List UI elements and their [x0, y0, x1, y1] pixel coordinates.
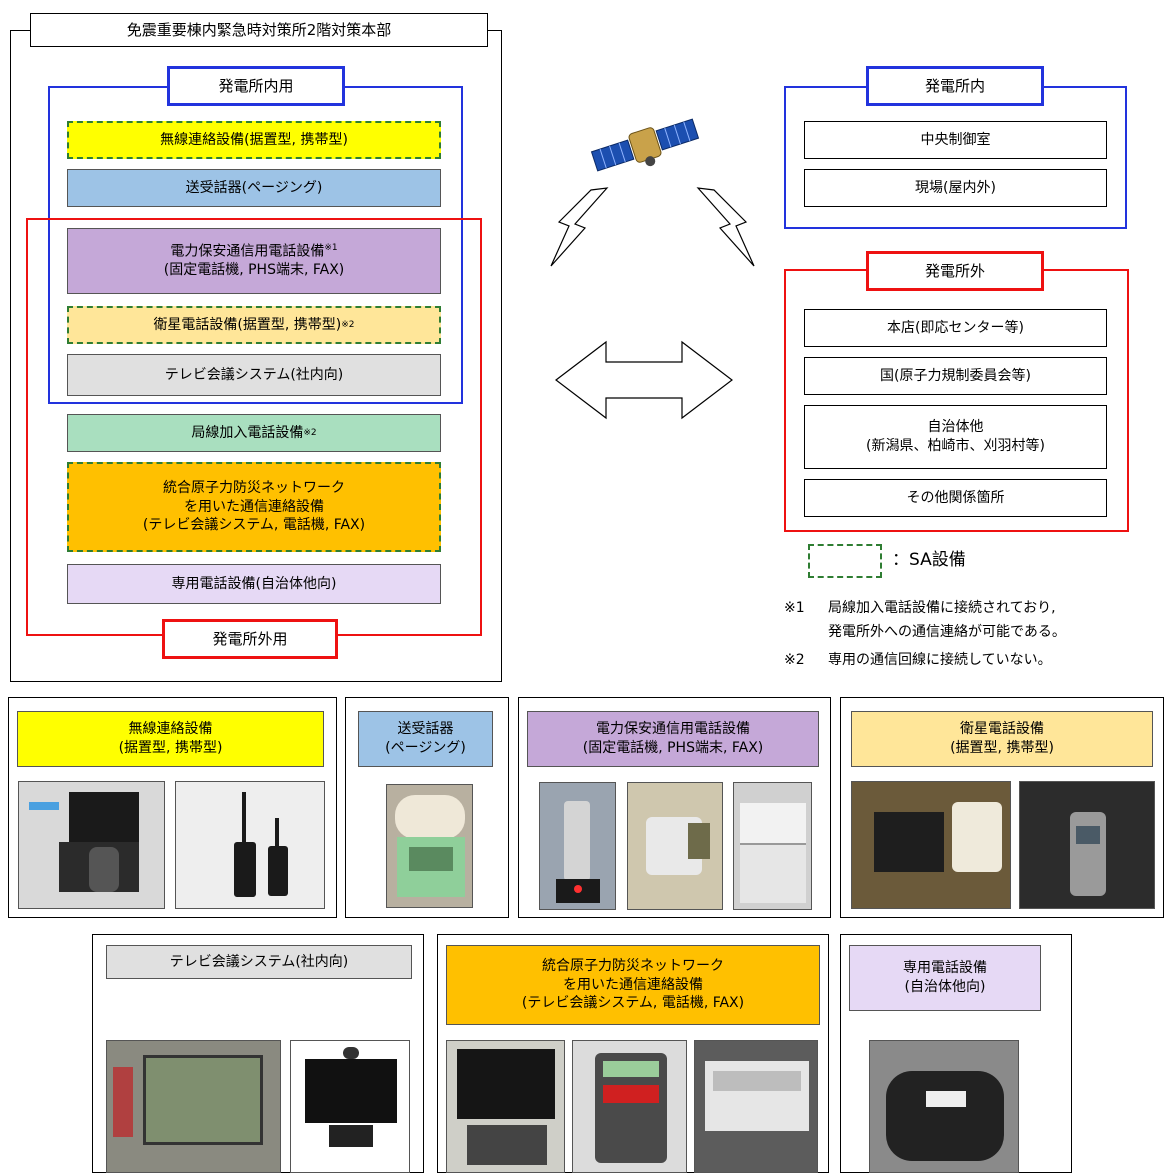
note-2-mark: ※2	[784, 652, 805, 668]
paging-equipment-box: 送受話器(ページング)	[67, 169, 441, 207]
note-2: ※2 専用の通信回線に接続していない。	[784, 648, 1164, 672]
photo-fixed-phone	[627, 782, 723, 910]
offsite-item-municipalities: 自治体他 (新潟県、柏崎市、刈羽村等)	[804, 405, 1107, 469]
municipalities-line1: 自治体他	[927, 419, 984, 436]
panel-satellite-label: 衛星電話設備 (据置型, 携帯型)	[851, 711, 1153, 767]
photo-nuclear-fax	[694, 1040, 818, 1173]
offsite-item-others: その他関係箇所	[804, 479, 1107, 517]
panel-security-line1: 電力保安通信用電話設備	[596, 721, 750, 738]
note-2-line1: 専用の通信回線に接続していない。	[828, 652, 1052, 668]
note-1-mark: ※1	[784, 600, 805, 616]
satellite-phone-box: 衛星電話設備(据置型, 携帯型)※2	[67, 306, 441, 344]
photo-nuclear-tv	[446, 1040, 565, 1173]
photo-tv-terminal	[290, 1040, 410, 1173]
panel-paging	[345, 697, 509, 918]
tv-conference-box: テレビ会議システム(社内向)	[67, 354, 441, 396]
photo-paging-handset	[386, 784, 473, 908]
panel-nuclear-line3: (テレビ会議システム, 電話機, FAX)	[521, 995, 745, 1012]
panel-security-label: 電力保安通信用電話設備 (固定電話機, PHS端末, FAX)	[527, 711, 819, 767]
note-1-line1: 局線加入電話設備に接続されており,	[828, 600, 1056, 616]
photo-stationary-radio	[18, 781, 165, 909]
security-phone-line2: (固定電話機, PHS端末, FAX)	[163, 262, 345, 279]
security-phone-box: 電力保安通信用電話設備※1 (固定電話機, PHS端末, FAX)	[67, 228, 441, 294]
double-arrow-icon	[555, 340, 733, 420]
nuclear-network-line1: 統合原子力防災ネットワーク	[163, 479, 345, 496]
offsite-item-government: 国(原子力規制委員会等)	[804, 357, 1107, 395]
municipalities-line2: (新潟県、柏崎市、刈羽村等)	[866, 438, 1045, 454]
photo-portable-satellite-phone	[1019, 781, 1155, 909]
panel-paging-line2: (ページング)	[385, 740, 466, 756]
dedicated-phone-box: 専用電話設備(自治体他向)	[67, 564, 441, 604]
satellite-icon	[590, 118, 700, 172]
offsite-item-head-office: 本店(即応センター等)	[804, 309, 1107, 347]
onsite-item-control-room: 中央制御室	[804, 121, 1107, 159]
offsite-use-label: 発電所外用	[162, 619, 338, 659]
panel-satellite	[840, 697, 1164, 918]
offsite-title: 発電所外	[866, 251, 1044, 291]
panel-security-line2: (固定電話機, PHS端末, FAX)	[582, 740, 764, 756]
panel-dedicated-line1: 専用電話設備	[903, 960, 987, 977]
photo-tv-conference-room	[106, 1040, 281, 1173]
left-lightning-icon	[550, 187, 609, 267]
panel-paging-label: 送受話器 (ページング)	[358, 711, 493, 767]
panel-radio-line2: (据置型, 携帯型)	[118, 740, 223, 756]
satellite-phone-label: 衛星電話設備(据置型, 携帯型)	[153, 316, 342, 333]
photo-stationary-satellite-phone	[851, 781, 1011, 909]
photo-phs-terminal	[539, 782, 616, 910]
local-line-phone-box: 局線加入電話設備※2	[67, 414, 441, 452]
panel-tv-label: テレビ会議システム(社内向)	[106, 945, 412, 979]
security-phone-line1: 電力保安通信用電話設備	[170, 243, 325, 260]
panel-dedicated-label: 専用電話設備 (自治体他向)	[849, 945, 1041, 1011]
panel-radio	[8, 697, 337, 918]
panel-nuclear-line1: 統合原子力防災ネットワーク	[542, 957, 724, 974]
satellite-phone-note: ※2	[341, 319, 355, 330]
photo-nuclear-phone	[572, 1040, 687, 1173]
nuclear-network-line2: を用いた通信連絡設備	[184, 498, 324, 515]
photo-dedicated-phone	[869, 1040, 1019, 1173]
sa-legend-swatch	[808, 544, 882, 578]
note-1: ※1 局線加入電話設備に接続されており, 発電所外への通信連絡が可能である。	[784, 596, 1164, 644]
photo-fax	[733, 782, 812, 910]
radio-equipment-box: 無線連絡設備(据置型, 携帯型)	[67, 121, 441, 159]
panel-dedicated-line2: (自治体他向)	[904, 979, 986, 995]
panel-satellite-line2: (据置型, 携帯型)	[950, 740, 1054, 756]
local-line-label: 局線加入電話設備	[191, 424, 304, 441]
nuclear-network-line3: (テレビ会議システム, 電話機, FAX)	[142, 517, 366, 534]
panel-tv-line1: テレビ会議システム(社内向)	[169, 953, 349, 970]
panel-satellite-line1: 衛星電話設備	[960, 721, 1044, 738]
panel-radio-line1: 無線連絡設備	[128, 721, 213, 738]
onsite-use-label: 発電所内用	[167, 66, 345, 106]
panel-nuclear-line2: を用いた通信連絡設備	[563, 976, 703, 993]
right-lightning-icon	[696, 187, 755, 267]
panel-security	[518, 697, 831, 918]
panel-radio-label: 無線連絡設備 (据置型, 携帯型)	[17, 711, 324, 767]
sa-legend-label: ：SA設備	[892, 550, 966, 570]
security-phone-note: ※1	[324, 242, 338, 253]
nuclear-network-box: 統合原子力防災ネットワーク を用いた通信連絡設備 (テレビ会議システム, 電話機…	[67, 462, 441, 552]
panel-nuclear-label: 統合原子力防災ネットワーク を用いた通信連絡設備 (テレビ会議システム, 電話機…	[446, 945, 820, 1025]
command-hq-title: 免震重要棟内緊急時対策所2階対策本部	[30, 13, 488, 47]
note-1-line2: 発電所外への通信連絡が可能である。	[828, 624, 1066, 640]
panel-paging-line1: 送受話器	[397, 721, 454, 738]
local-line-note: ※2	[303, 427, 317, 438]
onsite-title: 発電所内	[866, 66, 1044, 106]
onsite-item-field: 現場(屋内外)	[804, 169, 1107, 207]
photo-portable-radios	[175, 781, 325, 909]
